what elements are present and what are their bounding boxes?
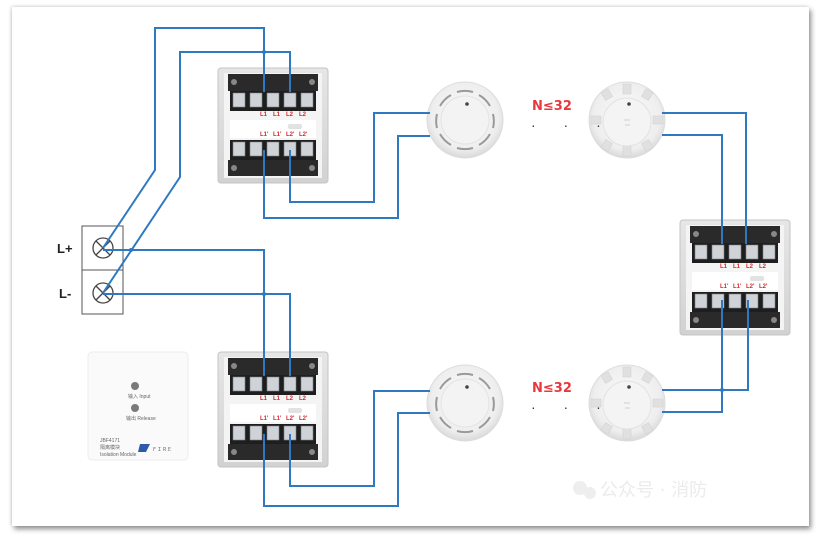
svg-text:L1': L1' [733,284,742,290]
brand-logo-icon [138,444,150,452]
svg-text:L2': L2' [286,416,295,422]
svg-text:L2: L2 [746,264,754,270]
svg-text:L2: L2 [759,264,767,270]
svg-text:L1: L1 [733,264,741,270]
svg-text:L2: L2 [299,396,307,402]
terminal-labels-top-module: L1 L1 L2 L2 L1' L1' L2' L2' [260,112,308,138]
svg-text:输入 Input: 输入 Input [128,393,151,400]
isolation-module-faceplate: 输入 Input 输出 Release JBF4171 隔离模块 Isolati… [87,351,189,461]
svg-text:L1': L1' [273,132,282,138]
svg-text:L1: L1 [260,396,268,402]
svg-text:L2: L2 [299,112,307,118]
svg-text:L2': L2' [286,132,295,138]
svg-text:L1': L1' [273,416,282,422]
svg-text:输出 Release: 输出 Release [126,415,156,422]
terminal-labels-right-module: L1 L1 L2 L2 L1' L1' L2' L2' [720,264,768,290]
smoke-detector-bottom-1 [426,364,504,442]
svg-text:L1: L1 [273,396,281,402]
wire-right-upper-inner [662,134,723,244]
svg-text:L1: L1 [260,112,268,118]
svg-text:L1': L1' [720,284,729,290]
wire-lminus-top [102,51,291,294]
svg-text:公众号 · 消防: 公众号 · 消防 [600,480,707,501]
svg-text:L1: L1 [720,264,728,270]
svg-text:L1: L1 [273,112,281,118]
isolation-module-top [217,67,329,184]
svg-text:ＦＩＲＥ: ＦＩＲＥ [152,447,172,453]
svg-text:JBF4171: JBF4171 [100,438,120,444]
svg-text:L2': L2' [759,284,768,290]
svg-text:Isolation Module: Isolation Module [100,452,137,458]
svg-text:L1': L1' [260,416,269,422]
wire-lplus-top [102,27,265,249]
loop-limit-label-bottom: N≤32 [532,381,572,396]
watermark: 公众号 · 消防 [573,480,707,501]
isolation-module-bottom [217,351,329,468]
svg-text:隔离模块: 隔离模块 [100,444,120,451]
terminal-labels-bottom-module: L1 L1 L2 L2 L1' L1' L2' L2' [260,396,308,422]
ellipsis-top: · · · [531,117,613,133]
input-led-icon [131,382,139,390]
wire-lminus-bottom [103,293,291,376]
wire-bottom-inner [289,390,430,487]
label-lminus: L- [59,286,71,301]
wires [102,27,749,507]
svg-text:L2: L2 [286,112,294,118]
isolation-module-right [679,219,791,336]
release-led-icon [131,404,139,412]
wire-right-lower-inner [662,300,723,413]
svg-text:L1': L1' [260,132,269,138]
wire-top-outer [263,135,430,219]
wire-lplus-bottom [103,249,265,376]
svg-text:L2': L2' [299,416,308,422]
power-terminal-block [81,225,124,315]
svg-text:L2': L2' [746,284,755,290]
svg-text:L2: L2 [286,396,294,402]
wire-right-lower-outer [662,300,749,391]
ellipsis-bottom: · · · [531,399,613,415]
wire-top-inner [289,112,430,203]
svg-text:L2': L2' [299,132,308,138]
label-lplus: L+ [57,241,73,256]
wire-right-upper-outer [662,112,747,244]
smoke-detector-top-1 [426,81,504,159]
wire-bottom-outer [263,412,430,507]
loop-limit-label-top: N≤32 [532,99,572,114]
